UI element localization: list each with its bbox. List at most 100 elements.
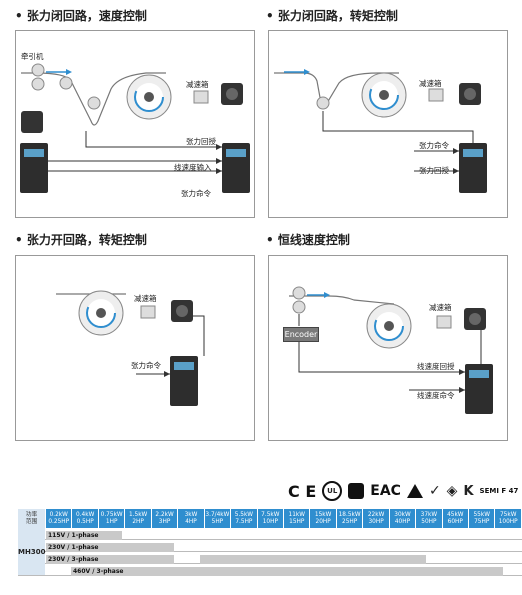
tension-command-label: 张力命令 bbox=[419, 141, 449, 150]
warning-triangle-icon bbox=[406, 484, 423, 498]
power-kw: 55kW bbox=[473, 511, 490, 518]
power-kw: 30kW bbox=[394, 511, 411, 518]
power-kw: 2.2kW bbox=[155, 511, 174, 518]
power-hp: 5HP bbox=[211, 518, 224, 525]
power-range-header: 功率 范围 bbox=[18, 509, 46, 528]
power-hp: 1HP bbox=[105, 518, 118, 525]
section-title-4: • 恒线速度控制 bbox=[266, 233, 350, 247]
encoder-box: Encoder bbox=[283, 327, 319, 342]
power-hp: 60HP bbox=[447, 518, 463, 525]
power-hp: 40HP bbox=[394, 518, 411, 525]
eac-mark: EAC bbox=[370, 483, 401, 499]
power-kw: 1.5kW bbox=[128, 511, 148, 518]
power-kw: 0.2kW bbox=[49, 511, 68, 518]
certified-mark-icon bbox=[348, 483, 365, 499]
power-hp: 0.5HP bbox=[76, 518, 94, 525]
power-kw: 3kW bbox=[184, 511, 198, 518]
power-kw: 15kW bbox=[314, 511, 332, 518]
power-kw: 3.7/4kW bbox=[205, 511, 230, 518]
power-kw: 37kW bbox=[420, 511, 438, 518]
line-speed-command-label: 线速度命令 bbox=[417, 391, 455, 400]
voltage-label: 115V / 1-phase bbox=[48, 532, 99, 539]
power-hp: 2HP bbox=[132, 518, 144, 525]
voltage-row-230v-3ph-ext bbox=[200, 555, 426, 564]
voltage-row-230v-3ph: 230V / 3-phase bbox=[46, 555, 174, 564]
line-speed-feedback-label: 线速度回授 bbox=[417, 362, 455, 371]
power-hp: 3HP bbox=[158, 518, 171, 525]
power-hp: 10HP bbox=[262, 518, 278, 525]
ce-mark: C E bbox=[288, 481, 317, 501]
line-speed-input-label: 线速度输入 bbox=[174, 163, 212, 172]
power-kw: 0.75kW bbox=[100, 511, 123, 518]
section-title-3: • 张力开回路，转矩控制 bbox=[15, 233, 147, 247]
section-title-1: • 张力闭回路，速度控制 bbox=[15, 9, 147, 23]
tension-command-label: 张力命令 bbox=[181, 189, 211, 198]
diagram-panel-4: Encoder 减速箱 线速度回授 线速度命令 bbox=[268, 255, 508, 441]
kc-mark-icon: K bbox=[463, 483, 474, 499]
power-hp: 0.25HP bbox=[48, 518, 70, 525]
power-kw: 5.5kW bbox=[234, 511, 254, 518]
gearbox-label: 减速箱 bbox=[186, 80, 209, 89]
power-hp: 25HP bbox=[342, 518, 358, 525]
diagram-4-drawing bbox=[289, 286, 493, 414]
power-kw: 75kW bbox=[499, 511, 517, 518]
power-kw: 0.4kW bbox=[76, 511, 95, 518]
certification-marks: C E UL EAC ✓ ◈ K SEMI F 47 bbox=[288, 480, 518, 502]
voltage-label: 230V / 1-phase bbox=[48, 544, 99, 551]
power-hp: 30HP bbox=[368, 518, 384, 525]
diagram-2-drawing bbox=[274, 69, 487, 193]
power-hp: 50HP bbox=[421, 518, 437, 525]
diagram-panel-2: 减速箱 张力命令 张力回授 bbox=[268, 30, 508, 218]
tension-command-label: 张力命令 bbox=[131, 361, 161, 370]
tension-feedback-label: 张力回授 bbox=[419, 166, 449, 175]
power-hp: 15HP bbox=[289, 518, 305, 525]
ul-mark-icon: UL bbox=[322, 481, 343, 501]
diagram-1-drawing bbox=[20, 63, 250, 193]
model-name: MH300 bbox=[18, 528, 46, 576]
power-hp: 20HP bbox=[315, 518, 331, 525]
voltage-label: 460V / 3-phase bbox=[73, 568, 124, 575]
voltage-row-115v-1ph: 115V / 1-phase bbox=[46, 531, 122, 540]
voltage-label: 230V / 3-phase bbox=[48, 556, 99, 563]
check-mark-icon: ✓ bbox=[428, 483, 441, 499]
rcm-mark-icon: ◈ bbox=[446, 483, 458, 499]
power-kw: 11kW bbox=[288, 511, 305, 518]
section-title-2: • 张力闭回路，转矩控制 bbox=[266, 9, 398, 23]
power-kw: 7.5kW bbox=[261, 511, 280, 518]
diagram-3-drawing bbox=[56, 290, 205, 406]
gearbox-label: 减速箱 bbox=[429, 303, 452, 312]
power-kw: 18.5kW bbox=[338, 511, 361, 518]
power-hp: 100HP bbox=[498, 518, 518, 525]
power-kw: 22kW bbox=[367, 511, 385, 518]
diagram-panel-3: 减速箱 张力命令 bbox=[15, 255, 255, 441]
gearbox-label: 减速箱 bbox=[134, 294, 157, 303]
semi-f47-label: SEMI F 47 bbox=[479, 487, 519, 495]
power-hp: 75HP bbox=[474, 518, 490, 525]
gearbox-label: 减速箱 bbox=[419, 79, 442, 88]
traction-label: 牵引机 bbox=[21, 52, 44, 61]
voltage-row-460v-3ph: 460V / 3-phase bbox=[71, 567, 503, 576]
diagram-panel-1: 牵引机 减速箱 张力回授 线速度输入 张力命令 bbox=[15, 30, 255, 218]
power-hp: 4HP bbox=[185, 518, 197, 525]
power-kw: 45kW bbox=[447, 511, 464, 518]
power-hp: 7.5HP bbox=[235, 518, 253, 525]
voltage-row-230v-1ph: 230V / 1-phase bbox=[46, 543, 174, 552]
tension-feedback-label: 张力回授 bbox=[186, 137, 216, 146]
